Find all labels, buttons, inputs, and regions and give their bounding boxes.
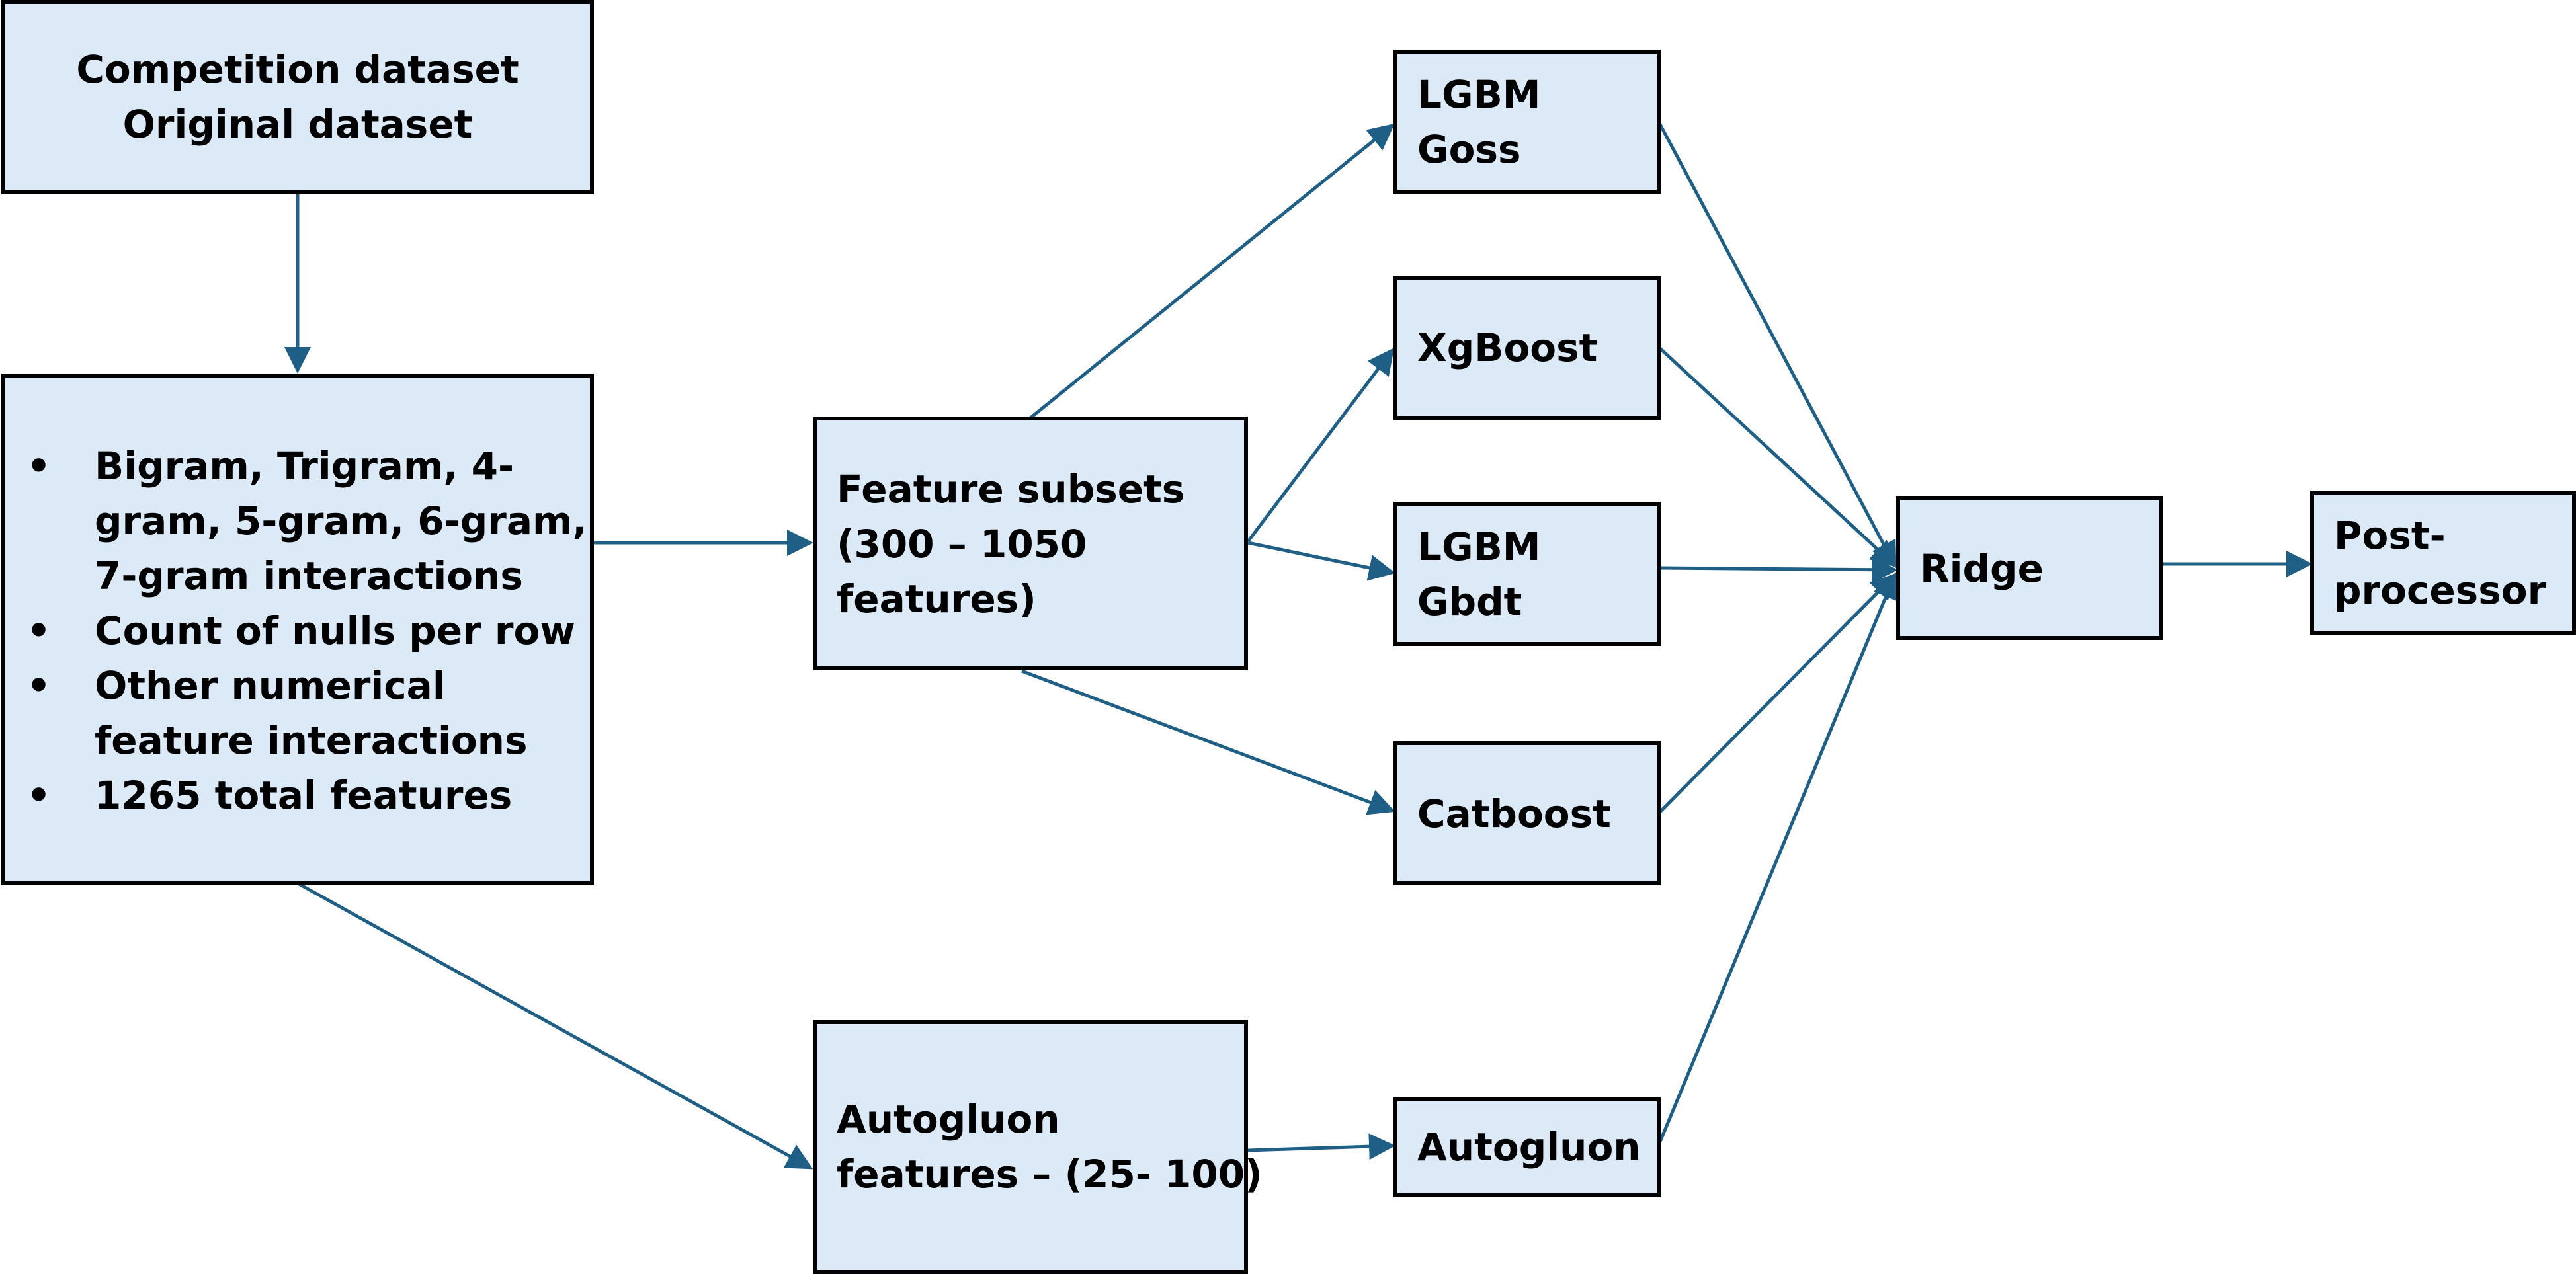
autogluon-line-1: Autogluon — [1417, 1125, 1641, 1170]
node-feature-subsets: Feature subsets (300 – 1050 features) — [813, 417, 1248, 670]
features-bullet-3-line-1: Other numerical — [95, 663, 446, 708]
features-bullet-1-line-1: Bigram, Trigram, 4- — [95, 444, 514, 489]
xgboost-line-1: XgBoost — [1417, 325, 1597, 370]
bullet-marker-3: • — [26, 663, 51, 708]
edge-autogluon-to-ridge — [1658, 572, 1899, 1142]
edges-layer — [284, 123, 2313, 1170]
postprocessor-line-1: Post- — [2334, 513, 2446, 558]
autogluon-features-line-2: features – (25- 100) — [837, 1152, 1263, 1197]
edge-catboost-to-ridge — [1659, 573, 1897, 813]
edge-autogluon-features-to-autogluon — [1247, 1133, 1395, 1160]
node-catboost: Catboost — [1393, 741, 1661, 885]
edge-feature-subsets-to-catboost — [1021, 669, 1395, 815]
edge-feature-subsets-to-lgbm-gbdt — [1247, 541, 1395, 581]
features-bullet-1-line-2: gram, 5-gram, 6-gram, — [95, 498, 587, 543]
edge-feature-subsets-to-xgboost — [1247, 348, 1395, 543]
node-datasets: Competition dataset Original dataset — [1, 0, 594, 194]
bullet-marker-1: • — [26, 444, 51, 489]
lgbm-gbdt-line-2: Gbdt — [1417, 579, 1522, 624]
lgbm-goss-line-1: LGBM — [1417, 72, 1541, 117]
features-bullet-2-line-1: Count of nulls per row — [95, 608, 575, 653]
node-features: • Bigram, Trigram, 4- gram, 5-gram, 6-gr… — [1, 374, 594, 885]
postprocessor-line-2: processor — [2334, 568, 2547, 613]
edge-features-to-autogluon-features — [298, 882, 813, 1170]
edge-feature-subsets-to-lgbm-goss — [1029, 123, 1395, 419]
feature-subsets-line-1: Feature subsets — [837, 467, 1184, 512]
bullet-marker-4: • — [26, 773, 51, 818]
edge-xgboost-to-ridge — [1659, 347, 1897, 568]
node-lgbm-gbdt: LGBM Gbdt — [1393, 502, 1661, 646]
node-postprocessor: Post- processor — [2310, 491, 2576, 635]
features-bullet-3-line-2: feature interactions — [95, 718, 527, 763]
features-bullet-1-line-3: 7-gram interactions — [95, 553, 523, 598]
ridge-line-1: Ridge — [1920, 546, 2044, 591]
catboost-line-1: Catboost — [1417, 791, 1611, 836]
lgbm-gbdt-line-1: LGBM — [1417, 524, 1541, 569]
edge-lgbm-gbdt-to-ridge — [1659, 556, 1898, 583]
datasets-line-2: Original dataset — [123, 102, 473, 147]
node-ridge: Ridge — [1896, 496, 2163, 640]
node-autogluon-features: Autogluon features – (25- 100) — [813, 1020, 1263, 1274]
autogluon-features-line-1: Autogluon — [837, 1097, 1060, 1142]
edge-lgbm-goss-to-ridge — [1658, 123, 1897, 569]
bullet-marker-2: • — [26, 608, 51, 653]
datasets-line-1: Competition dataset — [76, 47, 519, 92]
node-autogluon: Autogluon — [1393, 1097, 1661, 1197]
lgbm-goss-line-2: Goss — [1417, 127, 1521, 172]
node-xgboost: XgBoost — [1393, 276, 1661, 420]
features-bullet-4-line-1: 1265 total features — [95, 773, 512, 818]
feature-subsets-line-3: features) — [837, 577, 1036, 621]
node-lgbm-goss: LGBM Goss — [1393, 50, 1661, 194]
feature-subsets-line-2: (300 – 1050 — [837, 522, 1087, 567]
